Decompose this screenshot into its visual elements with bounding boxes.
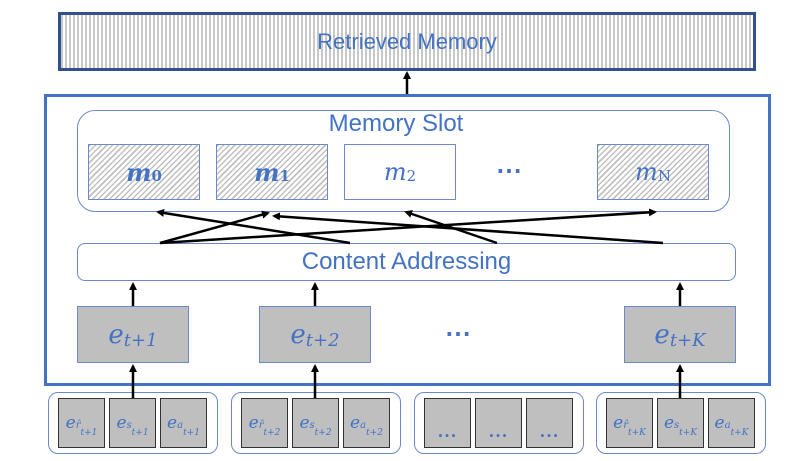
content-addressing-box: Content Addressing bbox=[77, 243, 736, 281]
cell-subscript-main: a bbox=[724, 420, 731, 431]
cell-symbol: e bbox=[663, 413, 675, 433]
input-cell: ... bbox=[424, 398, 471, 448]
cell-subscript-main: s bbox=[674, 420, 680, 431]
cell-symbol: e bbox=[248, 413, 259, 433]
cell-subscript-index: t+2 bbox=[314, 428, 332, 438]
cell-subscript-index: t+1 bbox=[80, 428, 98, 438]
memory-slot-ellipsis: ⋯ bbox=[496, 155, 524, 185]
embedding-symbol: e bbox=[290, 319, 306, 350]
cell-symbol: e bbox=[350, 413, 361, 433]
slot-symbol: m bbox=[635, 158, 658, 186]
cell-subscript: at+K bbox=[724, 420, 749, 438]
cell-ellipsis: ... bbox=[437, 421, 458, 441]
arrow-address-to-m1 bbox=[159, 210, 270, 245]
embedding-symbol: e bbox=[108, 319, 124, 350]
memory-module-container bbox=[44, 94, 771, 386]
cell-symbol: e bbox=[65, 413, 76, 433]
cell-subscript-index: t+1 bbox=[183, 428, 200, 438]
cell-subscript-index: t+K bbox=[627, 428, 646, 438]
cell-symbol: e bbox=[714, 413, 725, 433]
cell-symbol: e bbox=[613, 413, 624, 433]
content-addressing-label: Content Addressing bbox=[301, 248, 512, 275]
cell-subscript: st+1 bbox=[126, 420, 149, 438]
cell-subscript: r̂t+1 bbox=[75, 420, 98, 438]
cell-symbol: e bbox=[116, 413, 127, 433]
cell-subscript-main: a bbox=[177, 420, 184, 431]
slot-symbol: m bbox=[383, 158, 407, 186]
cell-subscript-main: r̂ bbox=[258, 420, 264, 431]
cell-ellipsis: ... bbox=[488, 421, 509, 441]
cell-subscript: at+2 bbox=[360, 420, 383, 438]
retrieved-memory-label: Retrieved Memory bbox=[317, 28, 497, 54]
slot-subscript: 0 bbox=[151, 167, 162, 185]
embedding-subscript: t+2 bbox=[305, 330, 340, 351]
cell-subscript: st+2 bbox=[309, 420, 332, 438]
slot-subscript: N bbox=[657, 167, 671, 185]
cell-subscript-index: t+2 bbox=[263, 428, 281, 438]
cell-subscript-index: t+1 bbox=[131, 428, 149, 438]
cell-symbol: e bbox=[299, 413, 310, 433]
input-cell: ... bbox=[475, 398, 522, 448]
arrow-address-to-m0 bbox=[156, 209, 351, 245]
embedding-subscript: t+K bbox=[669, 330, 706, 351]
slot-symbol: m bbox=[254, 157, 280, 187]
cell-subscript-index: t+2 bbox=[366, 428, 383, 438]
cell-subscript-main: s bbox=[126, 420, 132, 431]
memory-slot-title: Memory Slot bbox=[328, 110, 464, 137]
embedding-subscript: t+1 bbox=[123, 330, 158, 351]
cell-symbol: e bbox=[167, 413, 178, 433]
cell-subscript: st+K bbox=[674, 420, 697, 438]
cell-subscript-main: r̂ bbox=[623, 420, 628, 431]
cell-subscript: r̂t+2 bbox=[258, 420, 281, 438]
slot-symbol: m bbox=[126, 157, 152, 187]
input-cell: ... bbox=[526, 398, 573, 448]
cell-subscript: at+1 bbox=[177, 420, 200, 438]
retrieved-memory-box: Retrieved Memory bbox=[58, 12, 756, 71]
input-group-ellipsis bbox=[414, 392, 584, 454]
arrow-address-to-mN bbox=[159, 208, 657, 245]
cell-subscript-main: r̂ bbox=[75, 420, 81, 431]
cell-ellipsis: ... bbox=[539, 421, 560, 441]
arrow-address-to-m1-b bbox=[272, 212, 664, 245]
cell-subscript-main: a bbox=[360, 420, 367, 431]
cell-subscript-index: t+K bbox=[730, 428, 749, 438]
memory-slot-container bbox=[77, 110, 730, 212]
slot-subscript: 1 bbox=[279, 167, 290, 185]
cell-subscript-main: s bbox=[309, 420, 315, 431]
cell-subscript: r̂t+K bbox=[623, 420, 646, 438]
cell-subscript-index: t+K bbox=[679, 428, 698, 438]
embedding-symbol: e bbox=[654, 319, 670, 350]
slot-subscript: 2 bbox=[406, 167, 417, 185]
embedding-ellipsis: ⋯ bbox=[445, 318, 473, 348]
